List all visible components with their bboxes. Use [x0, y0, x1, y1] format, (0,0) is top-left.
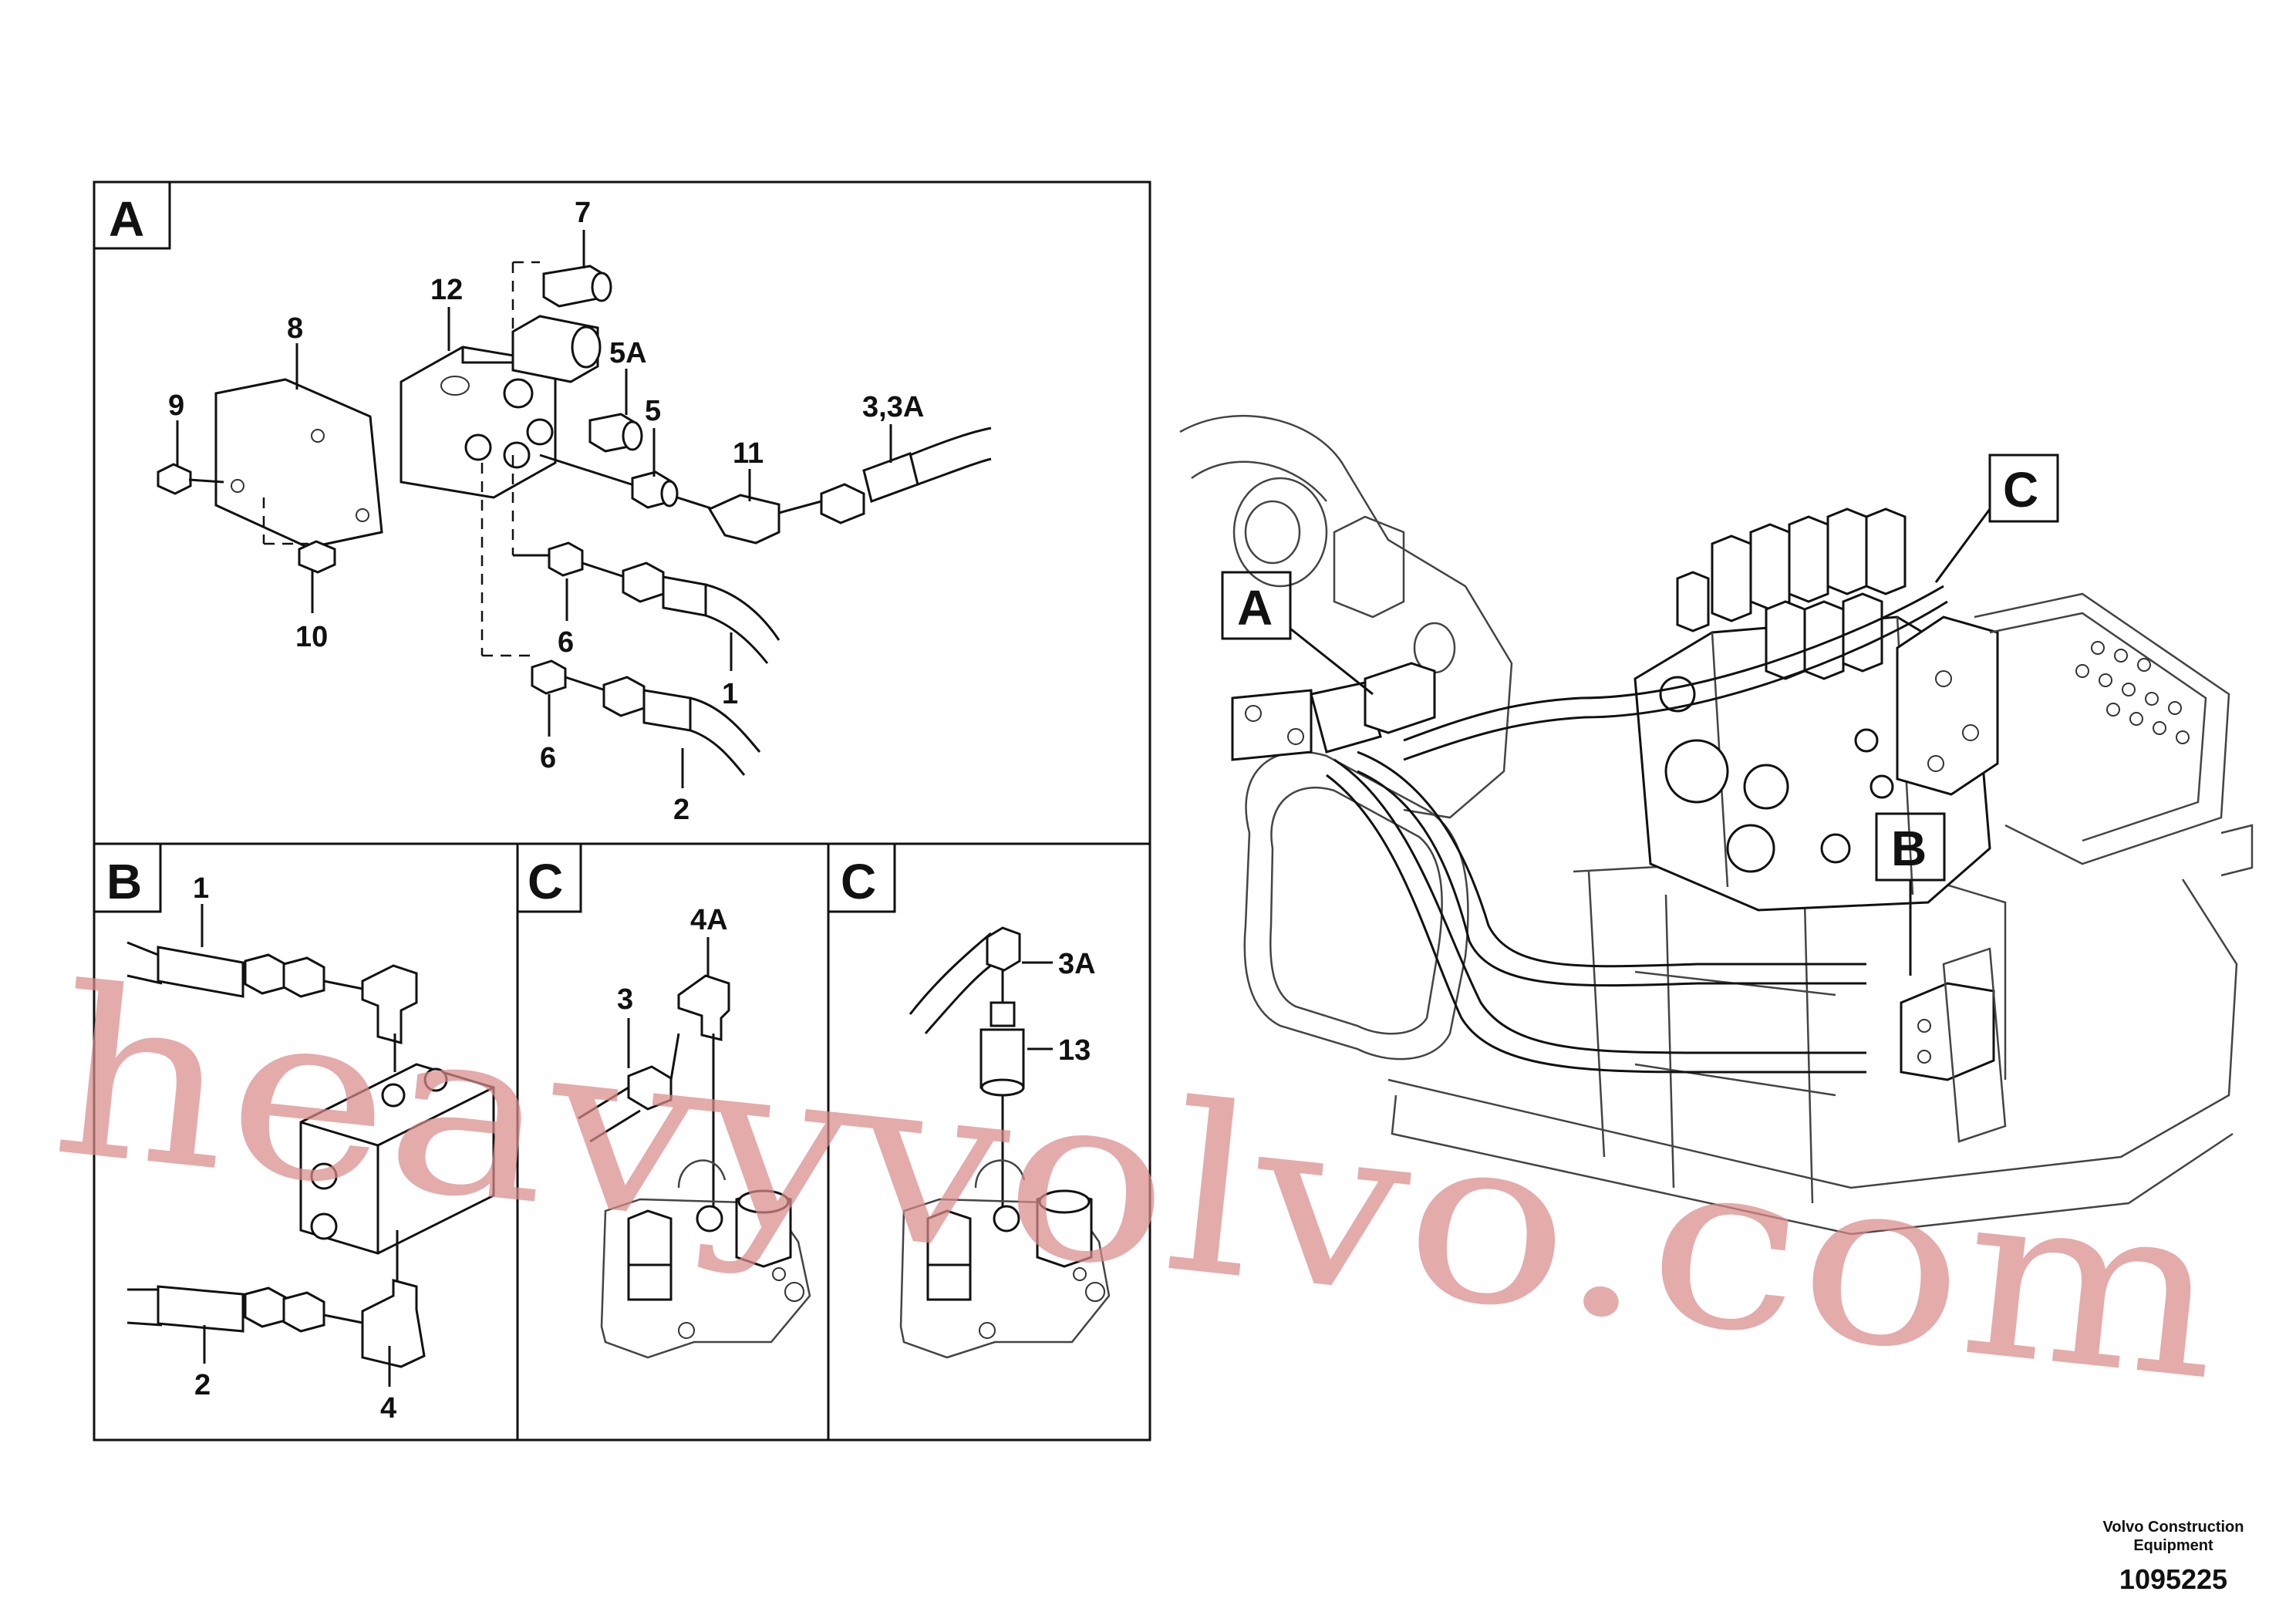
panel-c2: C 3A 13 — [827, 842, 1151, 1442]
panel-a-title: A — [109, 191, 144, 247]
bolt-10 — [262, 497, 336, 574]
label-c2-13: 13 — [1058, 1034, 1091, 1067]
plug-7 — [542, 265, 612, 308]
hoses-overview — [1326, 585, 1948, 1074]
footer: Volvo Construction Equipment 1095225 — [2103, 1519, 2244, 1595]
label-3-3a: 3,3A — [862, 391, 924, 423]
callout-a: A — [1221, 571, 1374, 696]
footer-company-line2: Equipment — [2133, 1537, 2213, 1554]
hose-2 — [531, 659, 761, 776]
svg-text:C: C — [2003, 462, 2038, 518]
callout-c: C — [1934, 454, 2059, 583]
drawing-number: 1095225 — [2119, 1563, 2227, 1595]
valve-block — [400, 315, 602, 499]
valve-body-c1 — [600, 1159, 811, 1359]
panel-c2-title: C — [841, 854, 876, 909]
side-valve-block — [1896, 615, 1999, 796]
hose-1 — [513, 541, 781, 664]
label-c1-3: 3 — [617, 983, 633, 1016]
label-5: 5 — [645, 395, 661, 427]
label-c1-4a: 4A — [690, 904, 728, 936]
panel-c1: C 4A 3 — [516, 842, 830, 1442]
footer-company-line1: Volvo Construction — [2103, 1519, 2244, 1536]
label-c2-3a: 3A — [1058, 948, 1096, 980]
panel-c1-title: C — [528, 854, 563, 909]
fitting-5a — [588, 413, 643, 453]
label-2: 2 — [673, 794, 689, 826]
label-8: 8 — [287, 312, 303, 345]
label-5a: 5A — [609, 337, 647, 369]
panel-a-labels: 7 12 8 5A 9 5 3,3A 11 10 6 1 6 2 — [168, 197, 924, 826]
label-1: 1 — [722, 678, 738, 710]
label-6-upper: 6 — [558, 626, 574, 659]
valve-body-c2 — [899, 1159, 1111, 1359]
connector-5 — [539, 454, 714, 511]
label-b-2: 2 — [194, 1369, 211, 1401]
label-12: 12 — [430, 274, 463, 306]
bracket-assembly — [1231, 662, 1436, 761]
label-11: 11 — [733, 437, 764, 470]
hose-3-3a — [820, 427, 992, 524]
label-b-1: 1 — [193, 872, 209, 905]
label-6-lower: 6 — [540, 742, 556, 774]
callout-b: B — [1875, 812, 1946, 976]
panel-b-title: B — [106, 854, 142, 909]
label-9: 9 — [168, 389, 184, 422]
panel-a: A — [93, 180, 1151, 845]
svg-text:A: A — [1237, 580, 1273, 636]
bolt-9 — [157, 463, 224, 495]
svg-text:B: B — [1891, 821, 1927, 876]
bracket-plate — [214, 378, 383, 549]
machine-overview — [1179, 415, 2254, 1236]
label-10: 10 — [295, 621, 328, 653]
label-7: 7 — [575, 197, 591, 229]
grille-panel — [1974, 592, 2230, 865]
block-b-location — [1900, 947, 2007, 1143]
elbow-11 — [707, 494, 822, 545]
label-b-4: 4 — [380, 1392, 396, 1425]
panel-b: B 1 2 4 — [93, 842, 519, 1442]
